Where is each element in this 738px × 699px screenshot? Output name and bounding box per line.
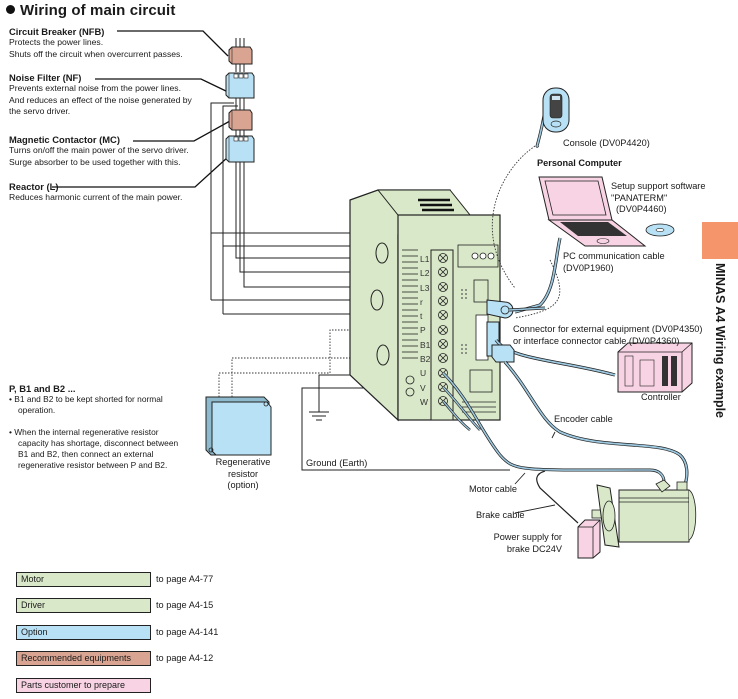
- brake-power-label: Power supply for brake DC24V: [493, 532, 562, 554]
- terminal-v: V: [420, 382, 426, 393]
- magnetic-contactor-line: Surge absorber to be used together with …: [9, 156, 181, 167]
- cd-disc: [645, 223, 675, 237]
- reactor: [225, 135, 255, 163]
- terminal-labels: L1 L2 L3 r t P B1 B2 U V W: [420, 252, 430, 409]
- terminal-w: W: [420, 396, 429, 407]
- legend-page-ref: to page A4-141: [156, 627, 219, 637]
- regen-note-heading: P, B1 and B2 ...: [9, 383, 76, 394]
- personal-computer-label: Personal Computer: [537, 158, 622, 168]
- leader-line-nf: [95, 78, 229, 93]
- reactor-heading: Reactor (L): [9, 181, 59, 192]
- setup-software-label: Setup support software "PANATERM" (DV0P4…: [611, 181, 706, 214]
- circuit-breaker-line: Protects the power lines.: [9, 37, 104, 48]
- console-label: Console (DV0P4420): [563, 138, 650, 148]
- leader-line-mc: [133, 120, 231, 142]
- legend-item-recommended: Recommended equipments to page A4-12: [16, 650, 214, 666]
- encoder-connector: [491, 344, 515, 363]
- legend-swatch: Parts customer to prepare: [16, 677, 151, 693]
- page-title: Wiring of main circuit: [6, 2, 175, 19]
- circuit-breaker-description: Circuit Breaker (NFB) Protects the power…: [9, 26, 183, 60]
- regen-note-bullet-cont: capacity has shortage, disconnect betwee…: [18, 437, 179, 448]
- legend-item-option: Option to page A4-141: [16, 624, 219, 640]
- legend-page-ref: to page A4-77: [156, 574, 214, 584]
- noise-filter-line: And reduces an effect of the noise gener…: [9, 94, 192, 105]
- bullet-icon: [6, 5, 15, 14]
- legend-page-ref: to page A4-12: [156, 653, 214, 663]
- noise-filter-line: the servo driver.: [9, 106, 71, 117]
- regen-note: P, B1 and B2 ... • B1 and B2 to be kept …: [9, 383, 178, 471]
- legend-swatch: Motor: [16, 571, 151, 587]
- ground-label: Ground (Earth): [306, 458, 368, 468]
- leader-line-brake: [514, 504, 556, 514]
- circuit-breaker: [228, 46, 253, 65]
- brake-power-supply: [577, 519, 601, 559]
- terminal-r: r: [420, 296, 423, 307]
- legend-item-customer-parts: Parts customer to prepare: [16, 677, 151, 693]
- magnetic-contactor-description: Magnetic Contactor (MC) Turns on/off the…: [9, 134, 189, 168]
- reactor-line: Reduces harmonic current of the main pow…: [9, 192, 183, 203]
- terminal-l2: L2: [420, 268, 430, 279]
- controller-device: [617, 342, 693, 393]
- terminal-p: P: [420, 325, 426, 336]
- noise-filter-heading: Noise Filter (NF): [9, 72, 82, 83]
- section-tab-label: MINAS A4 Wiring example: [713, 263, 727, 419]
- terminal-b2: B2: [420, 354, 431, 365]
- controller-label: Controller: [641, 392, 681, 402]
- wire-r: [210, 102, 418, 234]
- leader-line-reactor: [52, 156, 229, 188]
- legend-swatch: Driver: [16, 597, 151, 613]
- circuit-breaker-line: Shuts off the circuit when overcurrent p…: [9, 48, 183, 59]
- regen-resistor-label: Regenerative resistor (option): [215, 457, 271, 490]
- terminal-l1: L1: [420, 254, 430, 264]
- brake-cable-label: Brake cable: [476, 510, 525, 520]
- reactor-description: Reactor (L) Reduces harmonic current of …: [9, 181, 182, 204]
- noise-filter-line: Prevents external noise from the power l…: [9, 83, 181, 94]
- motor-cable-label: Motor cable: [469, 484, 518, 494]
- regenerative-resistor: [205, 396, 272, 456]
- circuit-breaker-heading: Circuit Breaker (NFB): [9, 26, 105, 37]
- noise-filter: [225, 72, 255, 99]
- magnetic-contactor-heading: Magnetic Contactor (MC): [9, 134, 120, 145]
- terminal-u: U: [420, 368, 427, 379]
- regen-note-bullet: • When the internal regenerative resisto…: [9, 426, 159, 437]
- leader-line-nfb: [117, 30, 229, 57]
- magnetic-contactor: [228, 109, 253, 131]
- legend-swatch: Recommended equipments: [16, 650, 151, 666]
- encoder-cable-label: Encoder cable: [554, 414, 613, 424]
- legend-item-driver: Driver to page A4-15: [16, 597, 214, 613]
- regen-note-bullet: • B1 and B2 to be kept shorted for norma…: [9, 394, 163, 405]
- legend-item-motor: Motor to page A4-77: [16, 571, 214, 587]
- legend-swatch: Option: [16, 624, 151, 640]
- leader-line-encoder: [551, 431, 556, 439]
- terminal-t: t: [420, 311, 423, 322]
- terminal-l3: L3: [420, 282, 430, 293]
- personal-computer: [538, 176, 647, 247]
- terminal-b1: B1: [420, 339, 431, 350]
- regen-note-bullet-cont: regenerative resistor between P and B2.: [18, 460, 168, 471]
- console-device: [535, 87, 570, 148]
- section-tab: [702, 222, 738, 259]
- connector-label: Connector for external equipment (DV0P43…: [513, 324, 703, 346]
- magnetic-contactor-line: Turns on/off the main power of the servo…: [9, 145, 189, 156]
- legend-page-ref: to page A4-15: [156, 600, 214, 610]
- servo-motor: [591, 479, 697, 548]
- regen-note-bullet-cont: B1 and B2, then connect an external: [18, 449, 154, 460]
- pc-cable-label: PC communication cable (DV0P1960): [563, 251, 665, 273]
- noise-filter-description: Noise Filter (NF) Prevents external nois…: [9, 72, 192, 118]
- regen-note-bullet-cont: operation.: [18, 405, 56, 416]
- leader-line-motor: [514, 472, 526, 485]
